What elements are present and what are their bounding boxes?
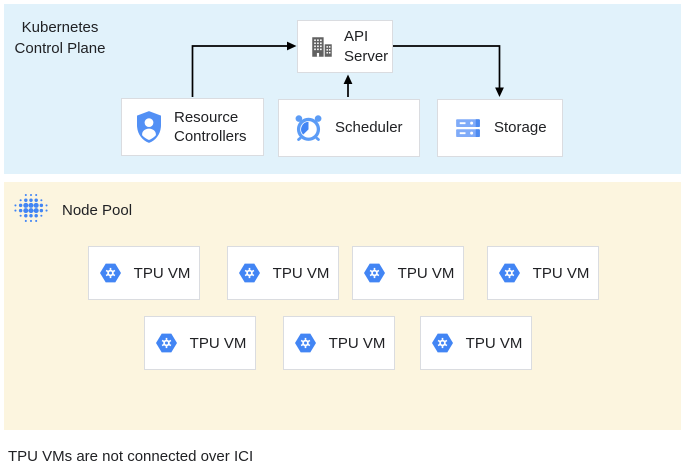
control-plane-title: Kubernetes Control Plane	[14, 19, 106, 57]
tpu-hexagon-icon	[498, 263, 520, 283]
footer-note: TPU VMs are not connected over ICI	[8, 448, 254, 465]
node-pool-dots-icon	[14, 194, 48, 222]
tpu-vm-label: TPU VM	[465, 334, 523, 352]
tpu-hexagon-icon	[431, 333, 453, 353]
scheduler-label: Scheduler	[335, 119, 403, 137]
tpu-hexagon-icon	[238, 263, 260, 283]
tpu-vm-label: TPU VM	[532, 264, 590, 282]
tpu-vm-box: TPU VM	[352, 246, 464, 300]
tpu-vm-label: TPU VM	[133, 264, 191, 282]
alarm-clock-icon	[295, 114, 322, 141]
tpu-vm-label: TPU VM	[189, 334, 247, 352]
tpu-hexagon-icon	[155, 333, 177, 353]
node-resource-controllers: Resource Controllers	[121, 98, 264, 156]
tpu-vm-box: TPU VM	[88, 246, 200, 300]
tpu-vm-box: TPU VM	[283, 316, 395, 370]
tpu-vm-label: TPU VM	[328, 334, 386, 352]
tpu-vm-box: TPU VM	[144, 316, 256, 370]
node-storage: Storage	[437, 99, 563, 157]
node-scheduler: Scheduler	[278, 99, 420, 157]
tpu-vm-label: TPU VM	[397, 264, 455, 282]
resource-controllers-label: Resource Controllers	[174, 108, 247, 146]
tpu-vm-box: TPU VM	[227, 246, 339, 300]
tpu-hexagon-icon	[363, 263, 385, 283]
node-api-server: API Server	[297, 20, 393, 73]
node-pool-title: Node Pool	[62, 202, 133, 219]
tpu-hexagon-icon	[294, 333, 316, 353]
tpu-vm-box: TPU VM	[487, 246, 599, 300]
tpu-vm-box: TPU VM	[420, 316, 532, 370]
tpu-hexagon-icon	[99, 263, 121, 283]
shield-person-icon	[137, 111, 161, 143]
api-server-label: API Server	[344, 28, 389, 65]
tpu-vm-label: TPU VM	[272, 264, 330, 282]
building-icon	[312, 36, 332, 57]
storage-label: Storage	[494, 119, 547, 137]
storage-disks-icon	[456, 119, 480, 137]
node-pool-region	[4, 182, 681, 430]
